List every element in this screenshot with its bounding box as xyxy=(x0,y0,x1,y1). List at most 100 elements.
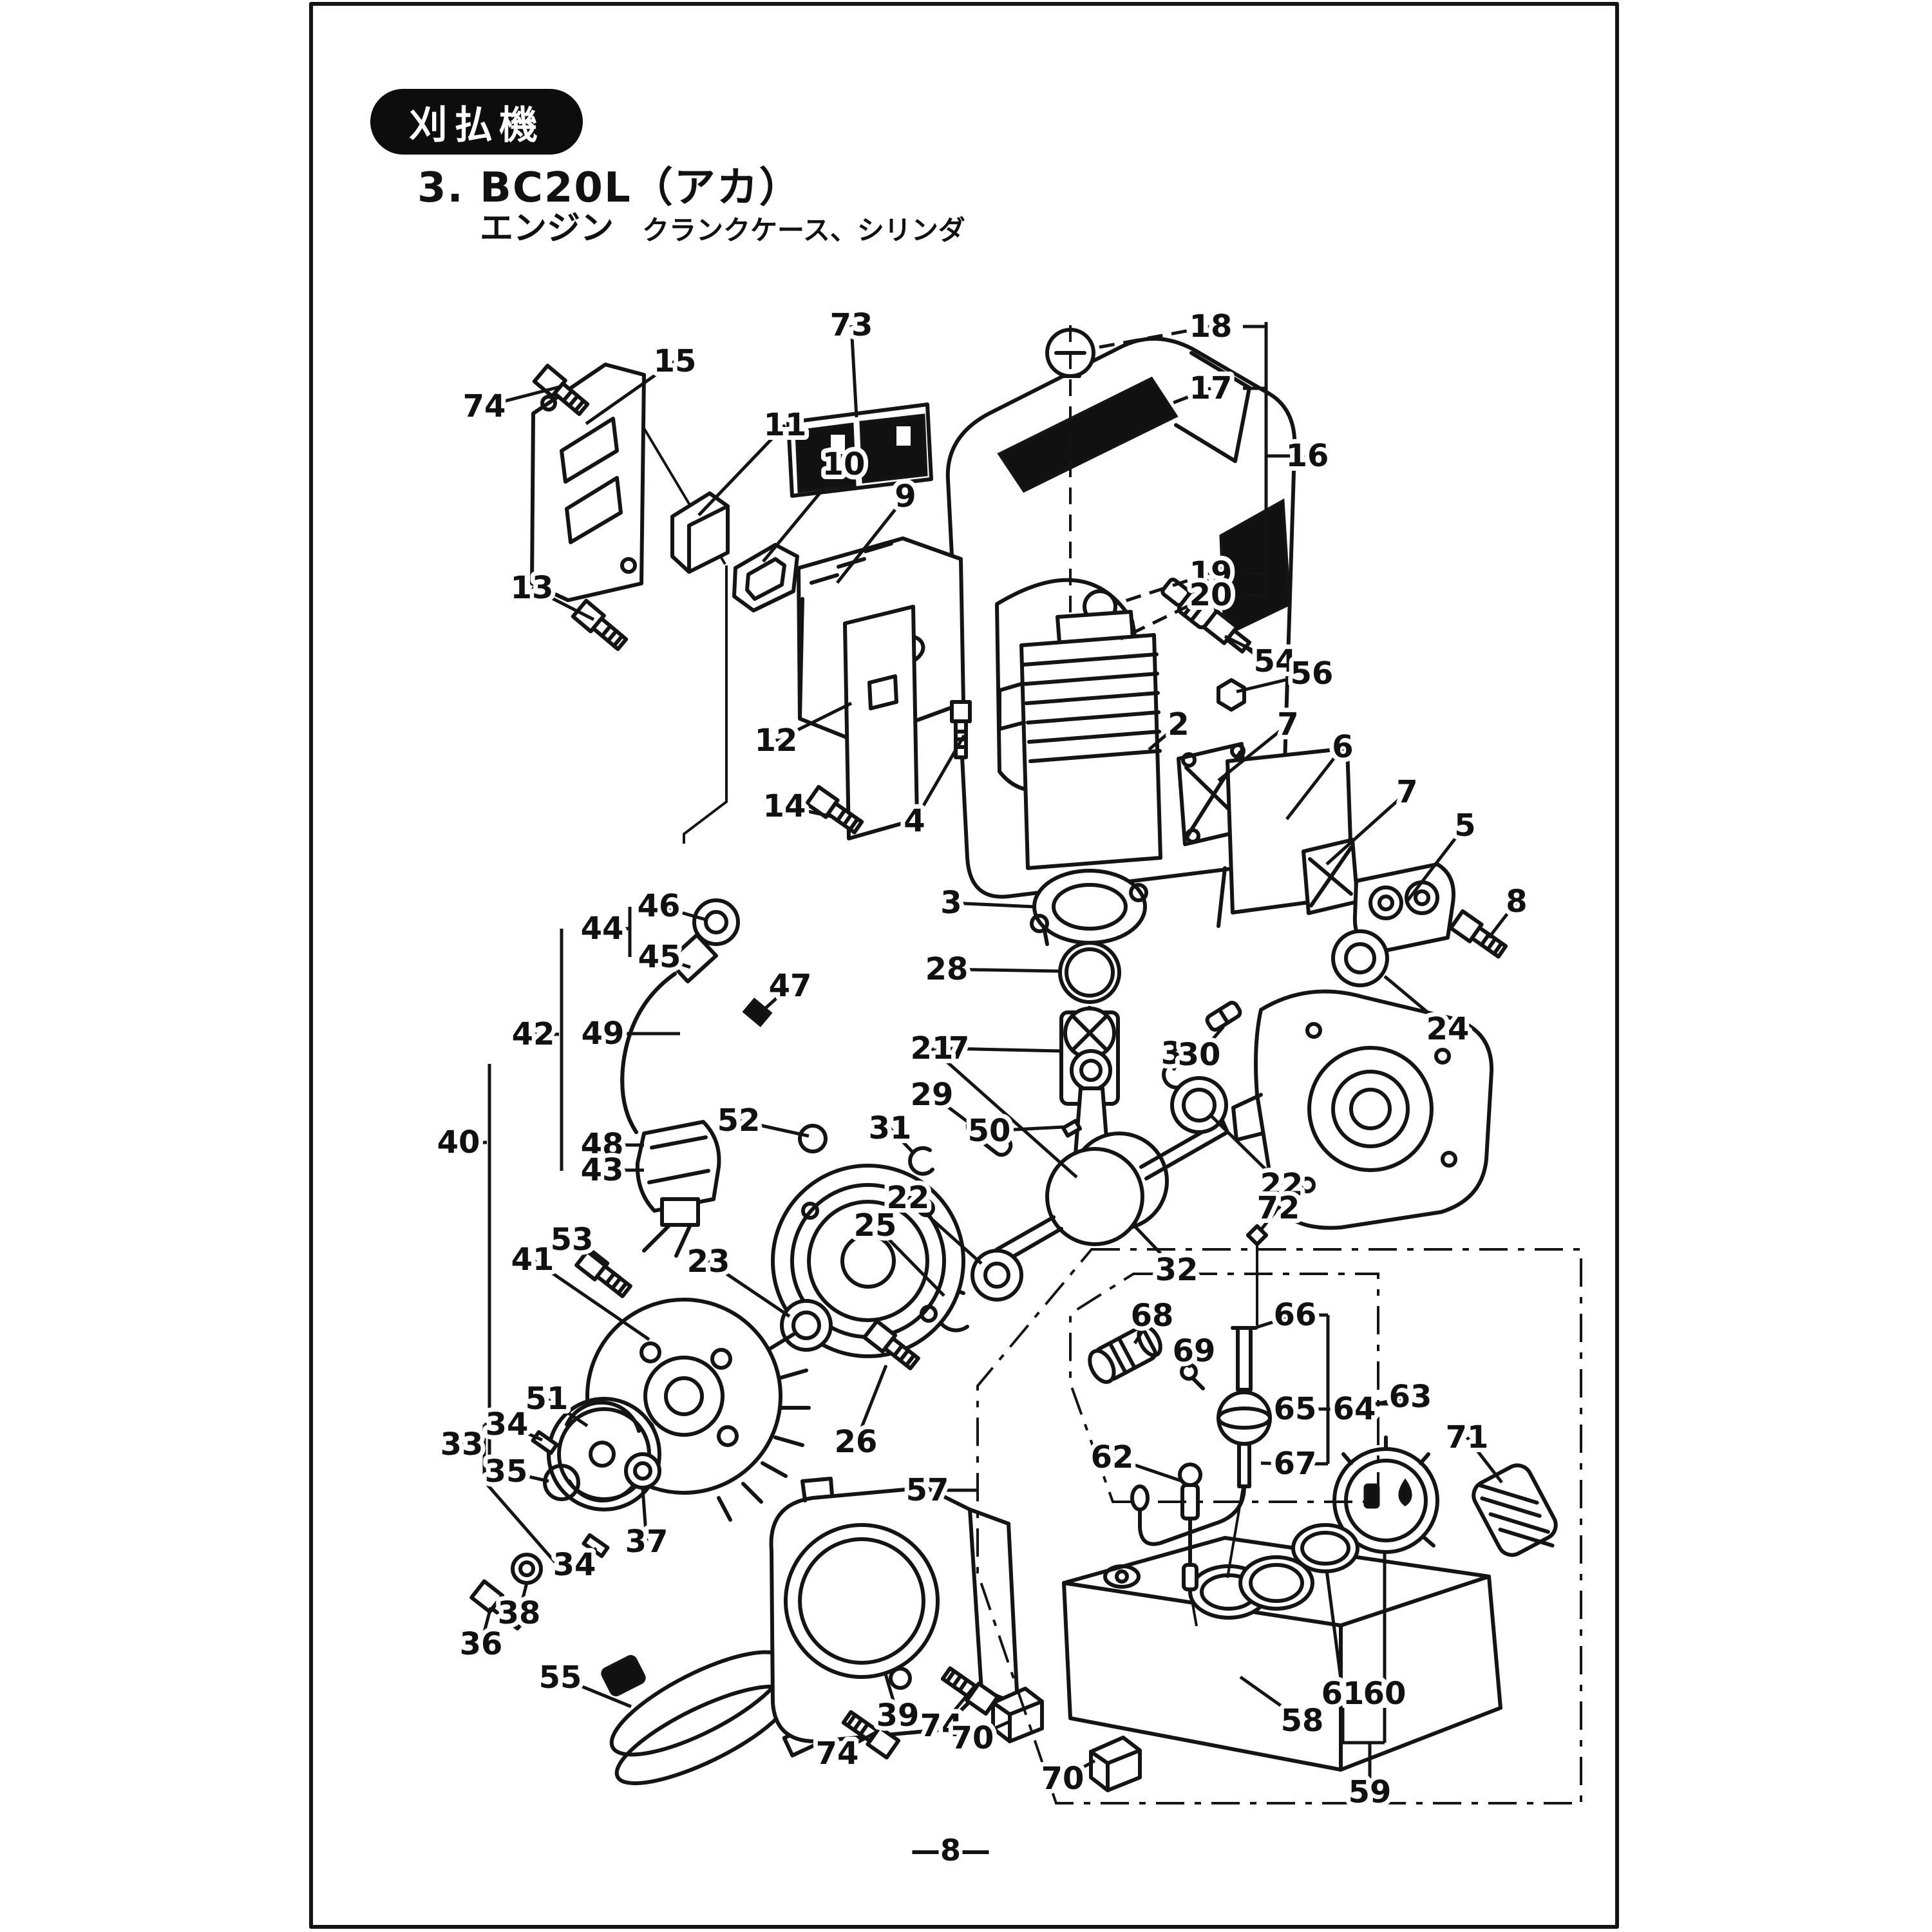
leader-line-56 xyxy=(1236,672,1312,694)
subtitle-detail: クランクケース、シリンダ xyxy=(642,214,965,246)
part-callout-46: 46 xyxy=(638,888,681,924)
leader-line-19 xyxy=(1115,571,1211,606)
leader-line-54 xyxy=(1224,634,1276,663)
leader-line-58 xyxy=(1239,1675,1303,1723)
part-callout-30: 30 xyxy=(1178,1037,1221,1073)
leader-line-13 xyxy=(531,586,595,621)
muffler-group-art xyxy=(670,491,965,744)
leader-line-62 xyxy=(1112,1455,1183,1483)
leader-line-50 xyxy=(989,1125,1065,1133)
leader-line-5 xyxy=(1406,824,1466,902)
page-subtitle: エンジン クランクケース、シリンダ xyxy=(480,201,965,249)
leader-line-72 xyxy=(1258,1207,1280,1233)
part-callout-52: 52 xyxy=(717,1103,761,1139)
part-callout-53: 53 xyxy=(551,1222,594,1258)
leader-line-39 xyxy=(883,1671,900,1716)
part-callout-21: 21 xyxy=(911,1030,954,1066)
part-callout-69: 69 xyxy=(1173,1333,1216,1369)
clutch-group-art xyxy=(511,1397,661,1585)
leader-line-65 xyxy=(1272,1407,1296,1414)
leader-line-26 xyxy=(854,1365,888,1443)
part-callout-67: 67 xyxy=(1274,1446,1317,1482)
part-callout-58: 58 xyxy=(1281,1703,1324,1739)
part-callout-63: 63 xyxy=(1389,1379,1432,1415)
leader-line-18 xyxy=(1095,325,1211,350)
part-callout-33: 33 xyxy=(440,1426,484,1463)
leader-line-27 xyxy=(947,1046,1061,1053)
leader-line-15 xyxy=(585,359,676,426)
diagram-artwork xyxy=(309,2,1619,1929)
part-callout-71: 71 xyxy=(1446,1419,1489,1455)
leader-line-12 xyxy=(775,701,853,743)
part-callout-35: 35 xyxy=(485,1454,528,1490)
part-callout-66: 66 xyxy=(1274,1297,1317,1333)
leader-line-51 xyxy=(545,1397,589,1428)
leader-line-31 xyxy=(889,1127,916,1155)
part-callout-25: 25 xyxy=(854,1208,897,1244)
leader-line-52 xyxy=(738,1119,810,1138)
part-callout-4: 4 xyxy=(904,803,925,839)
category-badge: 刈払機 xyxy=(370,89,583,155)
part-callout-38: 38 xyxy=(498,1595,541,1631)
spark-plug-art xyxy=(1160,577,1256,656)
part-callout-54: 54 xyxy=(1254,643,1297,679)
part-callout-57: 57 xyxy=(906,1472,949,1508)
part-callout-29: 29 xyxy=(911,1077,954,1113)
part-callout-14: 14 xyxy=(763,788,806,824)
part-callout-9: 9 xyxy=(895,478,916,515)
leader-line-4 xyxy=(913,734,966,822)
leader-line-24 xyxy=(1383,975,1449,1030)
leader-line-22 xyxy=(1208,1113,1283,1186)
leader-line-30 xyxy=(1198,1025,1225,1056)
part-callout-8: 8 xyxy=(1506,884,1527,920)
leader-line-68 xyxy=(1133,1314,1154,1345)
leader-line-20 xyxy=(1119,593,1212,641)
leader-line-10 xyxy=(762,463,845,563)
category-badge-label: 刈払機 xyxy=(409,102,544,148)
part-callout-41: 41 xyxy=(511,1242,554,1278)
leader-line-8 xyxy=(1488,900,1518,939)
leader-line-67 xyxy=(1260,1461,1296,1466)
leader-line-46 xyxy=(658,904,706,922)
part-callout-7: 7 xyxy=(1396,774,1417,810)
leader-line-74 xyxy=(836,1730,877,1756)
leader-line-34 xyxy=(506,1423,543,1442)
page-title: 3. BC20L（アカ） xyxy=(417,164,802,212)
part-callout-68: 68 xyxy=(1131,1298,1174,1334)
leader-line-2 xyxy=(1148,723,1180,751)
part-callout-40: 40 xyxy=(437,1124,480,1160)
part-callout-47: 47 xyxy=(769,968,812,1004)
leader-line-23 xyxy=(707,1260,791,1318)
part-callout-2: 2 xyxy=(1168,706,1189,743)
part-callout-55: 55 xyxy=(539,1660,582,1696)
leader-line-11 xyxy=(697,424,786,516)
part-callout-37: 37 xyxy=(625,1524,668,1560)
leader-line-45 xyxy=(659,955,691,969)
leader-line-70 xyxy=(971,1720,1010,1740)
part-callout-49: 49 xyxy=(582,1016,625,1052)
part-callout-28: 28 xyxy=(925,951,969,987)
leader-line-73 xyxy=(849,325,858,418)
leader-line-38 xyxy=(517,1582,529,1614)
leader-line-74 xyxy=(484,384,562,408)
grommet-art xyxy=(1472,1463,1558,1557)
part-callout-16: 16 xyxy=(1286,438,1329,474)
part-callout-19: 19 xyxy=(1189,555,1233,591)
part-callout-43: 43 xyxy=(581,1152,624,1188)
leader-line-31 xyxy=(1171,1052,1184,1072)
leader-line-17 xyxy=(1168,386,1211,406)
part-callout-74: 74 xyxy=(816,1736,859,1772)
leader-line-37 xyxy=(641,1488,649,1542)
bracket-lines xyxy=(475,322,1391,1771)
leader-line-7 xyxy=(1325,791,1408,866)
part-callout-23: 23 xyxy=(687,1244,730,1280)
leader-line-74 xyxy=(940,1686,975,1727)
part-callout-7: 7 xyxy=(1277,706,1298,743)
part-callout-34: 34 xyxy=(486,1406,529,1443)
leader-line-47 xyxy=(764,985,791,1010)
part-callout-13: 13 xyxy=(511,570,554,606)
leader-line-63 xyxy=(1375,1395,1411,1406)
